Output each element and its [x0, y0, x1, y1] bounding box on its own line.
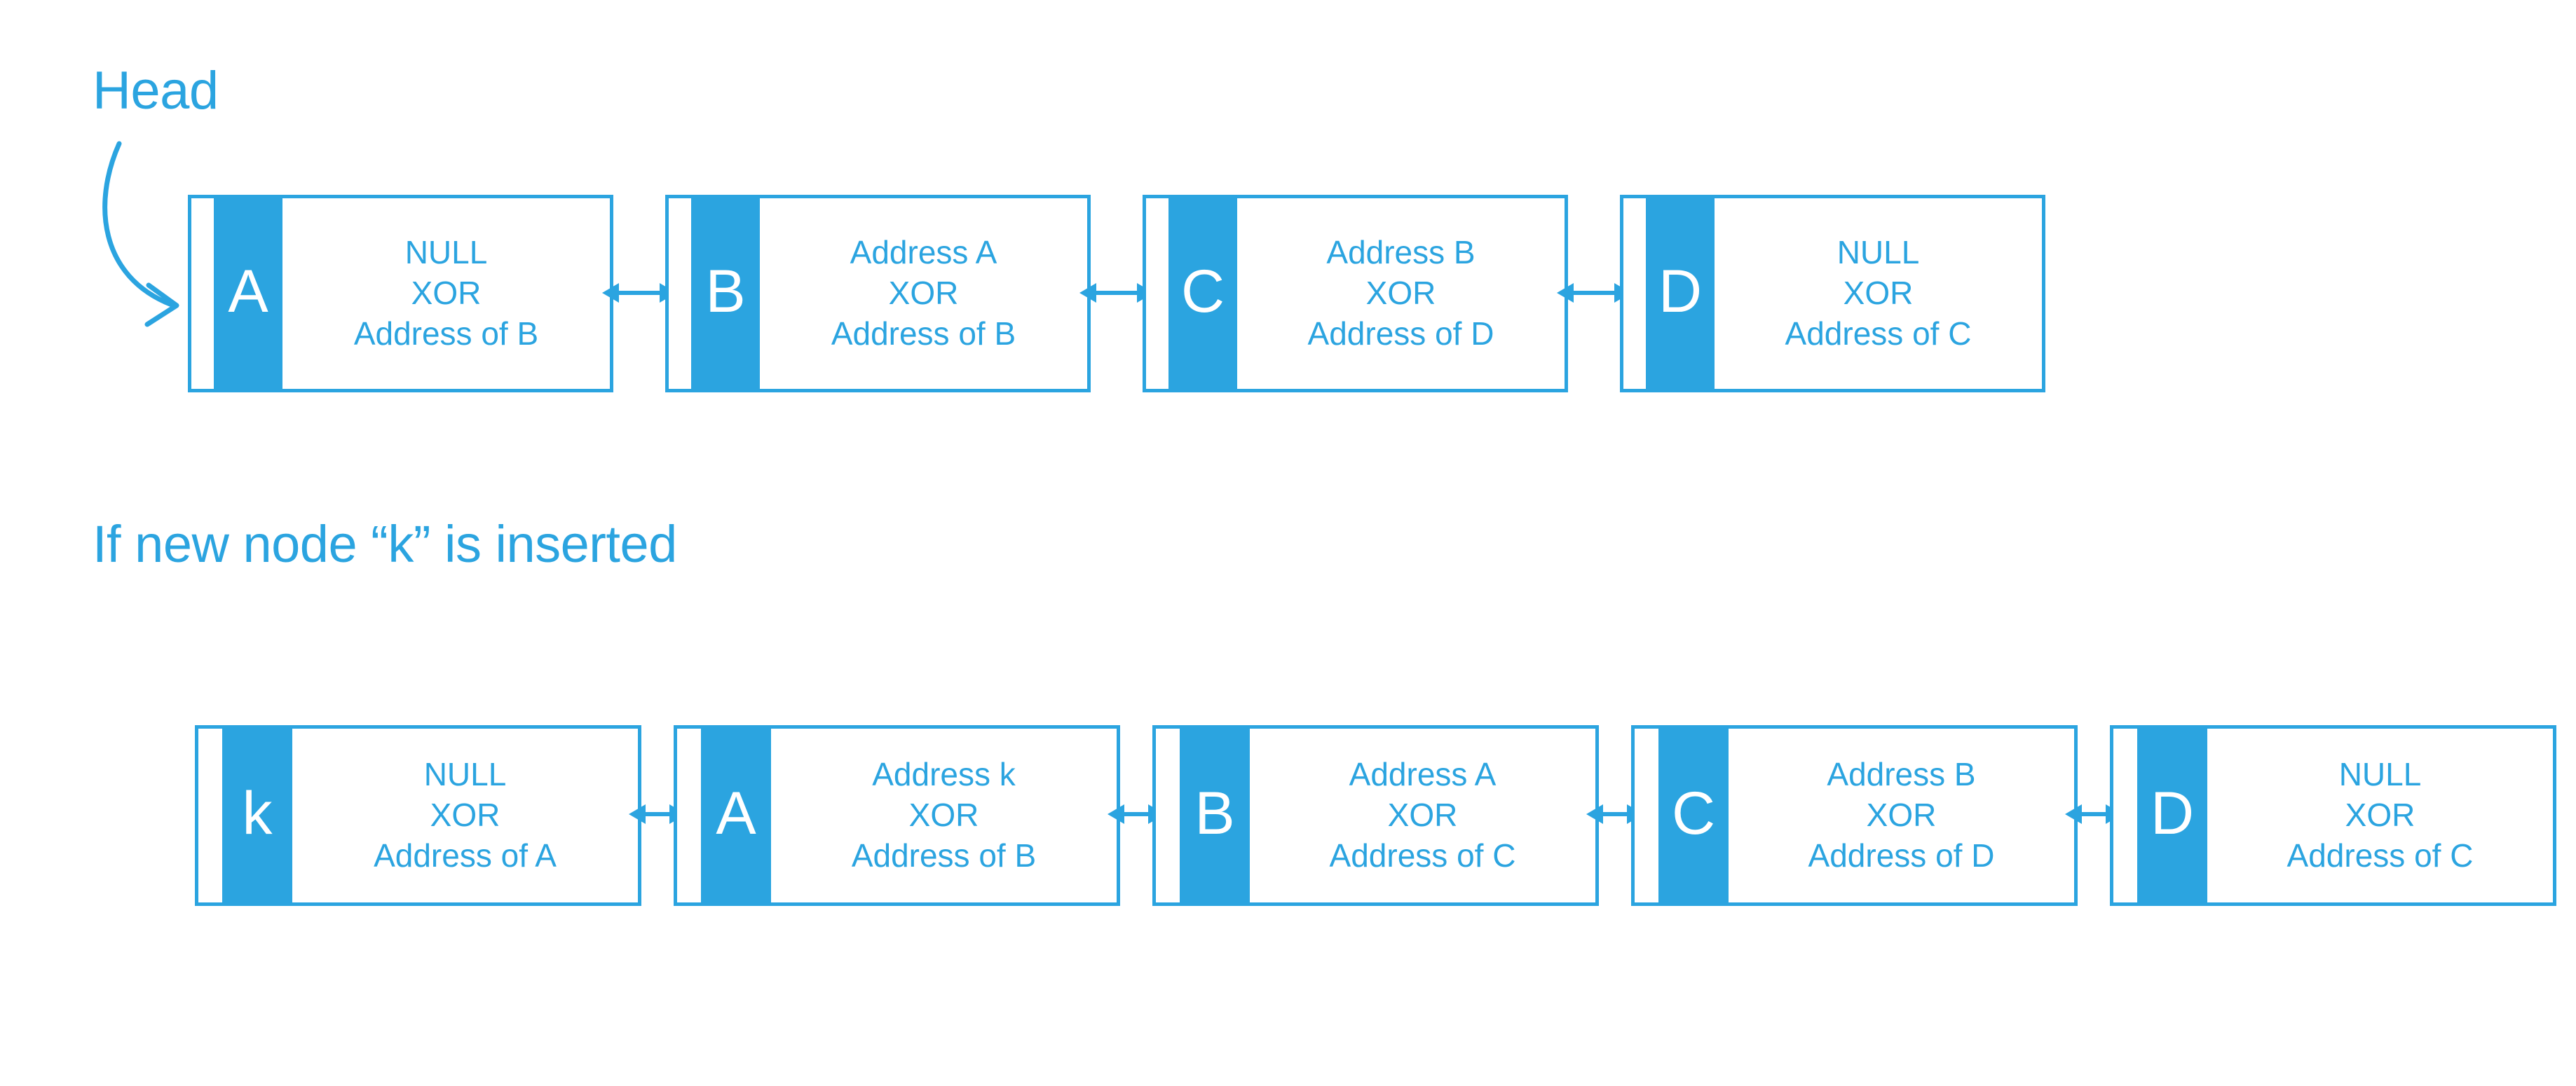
node-value-line-3: Address of C	[1329, 837, 1516, 874]
node-value-cell: Address B XOR Address of D	[1237, 198, 1565, 389]
node-c[interactable]: C Address B XOR Address of D	[1631, 725, 2078, 906]
node-key-cell: B	[1180, 729, 1250, 902]
node-value-line-2: XOR	[430, 797, 500, 834]
node-value-line-2: XOR	[411, 275, 482, 312]
node-k[interactable]: k NULL XOR Address of A	[195, 725, 641, 906]
node-value-line-1: Address A	[850, 234, 997, 271]
node-value-line-1: Address B	[1326, 234, 1476, 271]
node-value-cell: Address k XOR Address of B	[771, 729, 1117, 902]
node-key-cell: A	[214, 198, 282, 389]
node-value-line-2: XOR	[1843, 275, 1914, 312]
node-value-line-1: NULL	[404, 234, 488, 271]
node-value-line-3: Address of C	[2287, 837, 2474, 874]
node-value-line-3: Address of A	[374, 837, 557, 874]
node-value-line-3: Address of D	[1307, 315, 1494, 352]
node-key-cell: D	[2137, 729, 2207, 902]
node-row-original-list: A NULL XOR Address of B B Address A XOR …	[188, 195, 2045, 392]
node-key-cell: C	[1658, 729, 1729, 902]
node-value-line-3: Address of D	[1808, 837, 1995, 874]
node-value-line-1: NULL	[2338, 756, 2422, 793]
node-gutter	[198, 729, 222, 902]
node-d[interactable]: D NULL XOR Address of C	[2110, 725, 2556, 906]
node-value-cell: NULL XOR Address of B	[282, 198, 610, 389]
node-value-line-2: XOR	[908, 797, 979, 834]
node-value-line-1: NULL	[423, 756, 507, 793]
node-gutter	[669, 198, 691, 389]
connector-double-arrow-icon	[1108, 793, 1165, 835]
node-b[interactable]: B Address A XOR Address of C	[1152, 725, 1599, 906]
node-value-line-2: XOR	[1866, 797, 1937, 834]
node-key-cell: A	[701, 729, 771, 902]
node-gutter	[1635, 729, 1658, 902]
node-b[interactable]: B Address A XOR Address of B	[665, 195, 1091, 392]
node-value-line-1: Address A	[1349, 756, 1497, 793]
node-value-line-3: Address of B	[353, 315, 539, 352]
node-value-line-2: XOR	[1387, 797, 1458, 834]
connector-double-arrow-icon	[2065, 793, 2122, 835]
node-gutter	[1156, 729, 1180, 902]
node-gutter	[677, 729, 701, 902]
head-label: Head	[93, 61, 219, 121]
node-value-line-3: Address of C	[1785, 315, 1972, 352]
node-d[interactable]: D NULL XOR Address of C	[1620, 195, 2045, 392]
node-key-cell: D	[1646, 198, 1715, 389]
connector-double-arrow-icon	[1079, 272, 1154, 314]
node-value-line-2: XOR	[888, 275, 959, 312]
node-value-cell: Address B XOR Address of D	[1729, 729, 2074, 902]
connector-double-arrow-icon	[1586, 793, 1644, 835]
node-key-cell: B	[691, 198, 760, 389]
node-value-line-2: XOR	[2345, 797, 2415, 834]
connector-double-arrow-icon	[1557, 272, 1631, 314]
node-a[interactable]: A NULL XOR Address of B	[188, 195, 613, 392]
node-value-cell: Address A XOR Address of B	[760, 198, 1087, 389]
node-value-line-3: Address of B	[851, 837, 1037, 874]
node-value-line-1: Address k	[872, 756, 1016, 793]
node-row-after-insert-k: k NULL XOR Address of A A Address k XOR …	[195, 725, 2556, 906]
node-value-line-1: NULL	[1836, 234, 1920, 271]
node-c[interactable]: C Address B XOR Address of D	[1143, 195, 1568, 392]
node-key-cell: k	[222, 729, 292, 902]
node-value-line-1: Address B	[1827, 756, 1976, 793]
node-gutter	[1623, 198, 1646, 389]
node-a[interactable]: A Address k XOR Address of B	[674, 725, 1120, 906]
node-gutter	[1146, 198, 1168, 389]
node-gutter	[191, 198, 214, 389]
node-value-line-2: XOR	[1365, 275, 1436, 312]
node-value-cell: Address A XOR Address of C	[1250, 729, 1595, 902]
connector-double-arrow-icon	[629, 793, 686, 835]
connector-double-arrow-icon	[602, 272, 676, 314]
node-value-cell: NULL XOR Address of C	[2207, 729, 2553, 902]
node-gutter	[2113, 729, 2137, 902]
node-value-cell: NULL XOR Address of A	[292, 729, 638, 902]
node-value-line-3: Address of B	[831, 315, 1016, 352]
node-key-cell: C	[1168, 198, 1237, 389]
section-caption: If new node “k” is inserted	[93, 515, 677, 573]
node-value-cell: NULL XOR Address of C	[1715, 198, 2042, 389]
